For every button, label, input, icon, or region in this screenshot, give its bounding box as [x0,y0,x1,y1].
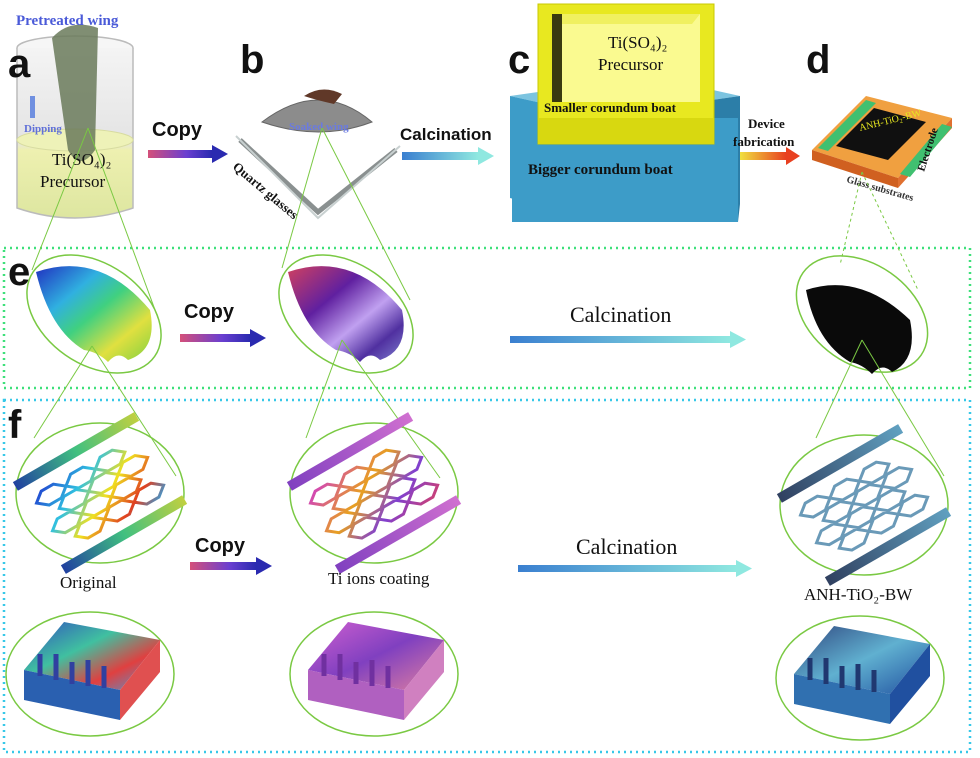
row1-copy-label: Copy [152,119,203,141]
anh-final-label: ANH-TiO₂-BW [804,585,913,604]
row3-calcination-label: Calcination [576,534,677,559]
precursor-a-line2: Precursor [40,172,105,191]
ti-ions-coating-label: Ti ions coating [328,569,430,588]
quartz-glasses [235,89,401,220]
panel-f-box [2,398,972,754]
pretreated-wing-label: Pretreated wing [16,13,119,29]
row3-copy-label: Copy [195,535,246,557]
precursor-a-line1: Ti(SO₄)₂ [52,150,111,169]
wing-calcined [806,285,912,374]
device-fab-arrow [740,147,800,165]
connector-line [91,345,177,477]
connector-line [33,345,93,439]
device-fab-line2: fabrication [733,134,795,149]
smaller-corundum-boat [537,3,715,145]
precursor-c-line1: Ti(SO₄)₂ [608,33,667,52]
connector-line [861,339,945,477]
row2-copy-arrow [180,329,266,347]
row1-calcination-arrow [402,147,494,165]
panel-letter-a: a [8,42,31,86]
row3-calcination-arrow [518,560,752,577]
wing-coated [288,266,404,362]
block-original [5,611,175,737]
panel-letter-f: f [8,403,22,447]
zoom-ellipse [26,254,162,374]
block-coated [289,611,459,737]
connector-line [87,127,159,319]
original-label: Original [60,573,117,592]
honeycomb-coated [286,412,462,574]
honeycomb-original [12,412,188,574]
row2-calcination-arrow [510,331,746,348]
row3-copy-arrow [190,557,272,575]
zoom-ellipse [278,254,414,374]
precursor-c-line2: Precursor [598,55,663,74]
zoom-ellipse [795,255,929,373]
connector-line [321,127,411,301]
pretreated-wing-shape [52,24,98,161]
device-fab-line1: Device [748,116,785,131]
connector-line [305,339,343,439]
honeycomb-calcined [776,424,952,586]
panel-letter-d: d [806,38,830,82]
connector-line [839,171,863,266]
connector-line [31,127,89,271]
row1-copy-arrow [148,145,228,163]
block-calcined [775,615,945,741]
panel-e-box [2,246,972,390]
device [812,96,952,188]
connector-line [281,127,323,269]
beaker [16,24,134,219]
dipping-arrow [30,96,35,118]
row1-calcination-label: Calcination [400,125,492,144]
row2-copy-label: Copy [184,301,235,323]
soaked-wing-label: Soaked wing [289,121,349,133]
bigger-boat-label: Bigger corundum boat [528,162,673,178]
connector-line [815,339,863,439]
panel-letter-c: c [508,38,530,82]
connector-line [861,171,919,291]
connector-line [341,339,441,479]
panel-letter-e: e [8,250,30,294]
wing-original [36,266,152,362]
panel-letter-b: b [240,38,264,82]
row2-calcination-label: Calcination [570,302,671,327]
smaller-boat-label: Smaller corundum boat [544,100,677,115]
dipping-label: Dipping [24,123,62,135]
